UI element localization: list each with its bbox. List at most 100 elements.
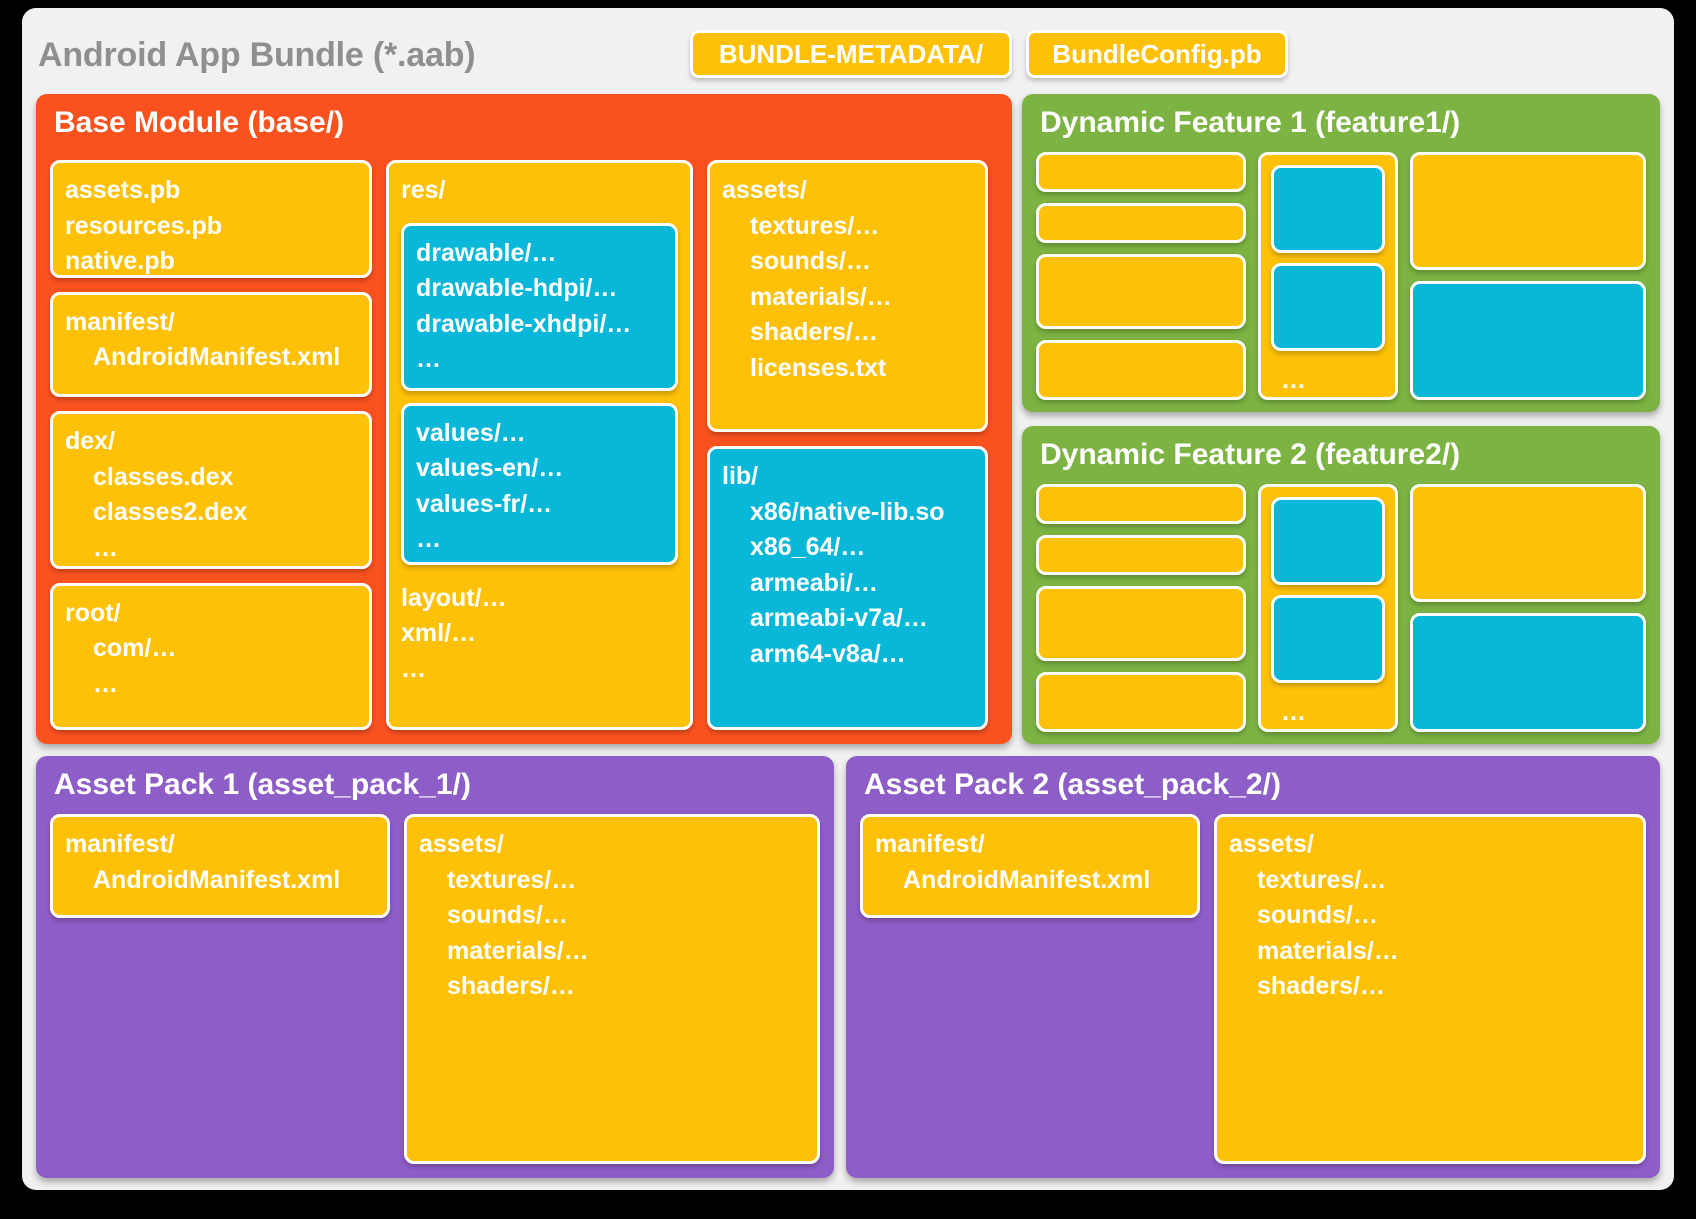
dynamic-feature-2-body: … [1036,484,1646,732]
folder-line: materials/… [750,282,892,311]
folder-head: assets/ [419,830,504,858]
file-line: licenses.txt [750,353,887,382]
feature-res-placeholder-card [1271,263,1385,351]
folder-line: shaders/… [750,318,878,346]
folder-line: armeabi/… [750,568,878,597]
folder-line: xml/… [401,619,477,647]
base-column-assets-lib: assets/ textures/… sounds/… materials/… … [707,160,988,730]
folder-line: values-fr/… [416,489,553,518]
feature-lib-placeholder-card [1410,613,1646,732]
pack-manifest-card: manifest/ AndroidManifest.xml [50,814,390,918]
feature-placeholder-card [1036,535,1246,575]
res-card: res/ drawable/… drawable-hdpi/… drawable… [386,160,693,730]
folder-line: sounds/… [447,901,568,929]
file-line: native.pb [65,247,175,275]
base-module-panel: Base Module (base/) assets.pb resources.… [36,94,1012,744]
file-line: classes.dex [93,462,234,491]
feature-res-placeholder-card [1271,595,1385,683]
folder-line: sounds/… [1257,901,1378,929]
base-module-body: assets.pb resources.pb native.pb manifes… [50,160,998,730]
feature-right-column [1410,484,1646,732]
feature-placeholder-card [1036,672,1246,732]
folder-head: lib/ [722,462,759,490]
res-drawables-card: drawable/… drawable-hdpi/… drawable-xhdp… [401,222,678,391]
res-values-card: values/… values-en/… values-fr/… … [401,402,678,565]
folder-head: manifest/ [65,307,175,336]
feature-left-column [1036,152,1246,400]
protobuf-files-card: assets.pb resources.pb native.pb [50,160,372,278]
folder-line: values-en/… [416,454,564,482]
android-app-bundle-diagram: Android App Bundle (*.aab) BUNDLE-METADA… [22,8,1674,1190]
feature-placeholder-card [1036,484,1246,524]
folder-line: drawable-xhdpi/… [416,309,632,338]
feature-res-placeholder-card [1271,497,1385,585]
feature-left-column [1036,484,1246,732]
pack-assets-card: assets/ textures/… sounds/… materials/… … [404,814,820,1164]
feature-right-column [1410,152,1646,400]
folder-head: manifest/ [65,830,175,858]
folder-head: root/ [65,598,121,627]
ellipsis: … [1281,698,1306,726]
ellipsis: … [416,525,442,553]
bundleconfig-chip[interactable]: BundleConfig.pb [1026,30,1288,78]
dynamic-feature-2-title: Dynamic Feature 2 (feature2/) [1040,438,1461,471]
folder-head: res/ [401,176,446,204]
file-line: x86/native-lib.so [750,497,945,526]
lib-card: lib/ x86/native-lib.so x86_64/… armeabi/… [707,446,988,730]
feature-lib-placeholder-card [1410,281,1646,400]
manifest-card: manifest/ AndroidManifest.xml [50,291,372,398]
folder-line: layout/… [401,583,507,612]
res-tail-list: layout/… xml/… … [401,581,678,688]
base-column-metadata: assets.pb resources.pb native.pb manifes… [50,160,372,730]
folder-line: textures/… [447,865,577,894]
dex-card: dex/ classes.dex classes2.dex … [50,411,372,569]
feature-placeholder-card [1410,152,1646,270]
asset-pack-1-body: manifest/ AndroidManifest.xml assets/ te… [50,814,820,1164]
base-module-title: Base Module (base/) [54,106,345,139]
file-line: com/… [93,634,177,663]
dynamic-feature-1-body: … [1036,152,1646,400]
feature-placeholder-card [1036,203,1246,243]
base-column-res: res/ drawable/… drawable-hdpi/… drawable… [386,160,693,730]
folder-line: textures/… [1257,865,1387,894]
folder-line: drawable/… [416,238,557,267]
ellipsis: … [416,345,442,373]
feature-placeholder-card [1036,254,1246,329]
asset-pack-1-title: Asset Pack 1 (asset_pack_1/) [54,768,471,801]
folder-line: sounds/… [750,247,871,275]
file-line: AndroidManifest.xml [903,865,1151,894]
folder-line: drawable-hdpi/… [416,274,618,302]
feature-middle-column: … [1258,484,1398,732]
ellipsis: … [1281,366,1306,394]
asset-pack-2-title: Asset Pack 2 (asset_pack_2/) [864,768,1281,801]
ellipsis: … [401,654,427,683]
dynamic-feature-1-panel: Dynamic Feature 1 (feature1/) … [1022,94,1660,412]
bundle-header: Android App Bundle (*.aab) BUNDLE-METADA… [22,8,1674,100]
pack-assets-card: assets/ textures/… sounds/… materials/… … [1214,814,1646,1164]
ellipsis: … [93,533,119,562]
folder-line: textures/… [750,211,880,240]
asset-pack-2-body: manifest/ AndroidManifest.xml assets/ te… [860,814,1646,1164]
folder-line: values/… [416,418,526,447]
feature-placeholder-card [1410,484,1646,602]
feature-placeholder-card [1036,586,1246,661]
file-line: resources.pb [65,211,223,240]
file-line: classes2.dex [93,498,248,527]
dynamic-feature-2-panel: Dynamic Feature 2 (feature2/) … [1022,426,1660,744]
folder-head: manifest/ [875,830,985,858]
folder-line: arm64-v8a/… [750,639,906,668]
feature-res-wrapper-card: … [1258,152,1398,400]
ellipsis: … [93,669,119,698]
folder-line: x86_64/… [750,533,866,561]
bundle-metadata-chip[interactable]: BUNDLE-METADATA/ [690,30,1012,78]
feature-placeholder-card [1036,340,1246,400]
asset-pack-2-panel: Asset Pack 2 (asset_pack_2/) manifest/ A… [846,756,1660,1178]
file-line: AndroidManifest.xml [93,343,341,372]
folder-line: materials/… [447,936,589,965]
file-line: assets.pb [65,176,181,204]
root-card: root/ com/… … [50,582,372,730]
file-line: AndroidManifest.xml [93,865,341,894]
dynamic-feature-1-title: Dynamic Feature 1 (feature1/) [1040,106,1461,139]
folder-line: shaders/… [447,972,575,1000]
feature-placeholder-card [1036,152,1246,192]
